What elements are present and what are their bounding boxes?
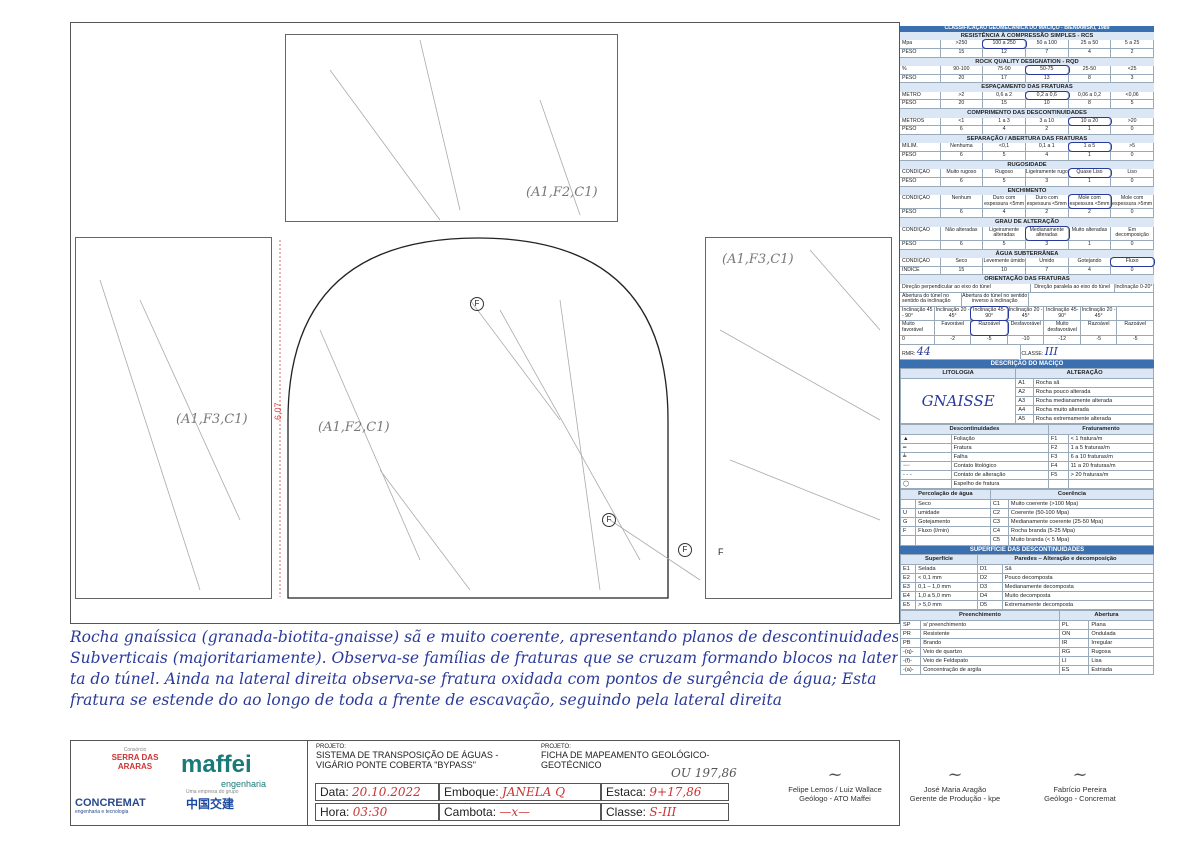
grau-title: GRAU DE ALTERAÇÃO (900, 218, 1154, 227)
sidebar-title: CLASSIFICAÇÃO GEOMECÂNICA DO MACIÇO - BI… (900, 25, 1154, 32)
left-panel: (A1,F3,C1) (75, 237, 272, 599)
note-line: ta do túnel. Ainda na lateral direita ob… (70, 670, 877, 688)
field-notes: Rocha gnaíssica (granada-biotita-gnaisse… (70, 628, 898, 736)
cambota-field: Cambota: —x— (439, 803, 601, 821)
cccc-logo: Uma empresa do grupo 中国交建 (186, 789, 239, 811)
rcs-title: RESISTÊNCIA À COMPRESSÃO SIMPLES - RCS (900, 31, 1154, 41)
sep-title: SEPARAÇÃO / ABERTURA DAS FRATURAS (900, 134, 1154, 144)
concremat-logo: CONCREMAT engenharia e tecnologia (75, 797, 146, 815)
right-panel-label: (A1,F3,C1) (722, 252, 794, 267)
right-panel: (A1,F3,C1) (705, 237, 892, 599)
orient-row2: Abertura do túnel no sentido da inclinaç… (900, 292, 1154, 307)
estaca-field: Estaca: 9+17,86 (601, 783, 729, 801)
height-mark: 6,07 (273, 402, 283, 420)
emboque-field: Emboque: JANELA Q (439, 783, 601, 801)
drawing-frame (70, 22, 900, 624)
orient-row5: 0-2-5-10-12-5-5 (900, 335, 1154, 345)
rmr-value: 44 (916, 344, 931, 358)
classe-field: Classe: S-III (601, 803, 729, 821)
lithology-value: GNAISSE (899, 377, 1017, 425)
comp-title: COMPRIMENTO DAS DESCONTINUIDADES (900, 109, 1154, 118)
fault-marker: F (678, 543, 692, 557)
fault-marker: F (602, 513, 616, 527)
left-panel-label: (A1,F3,C1) (176, 412, 248, 427)
fault-marker: F (470, 297, 484, 311)
classification-sidebar: CLASSIFICAÇÃO GEOMECÂNICA DO MACIÇO - BI… (899, 25, 1155, 816)
sheet-hand-note: OU 197,86 (671, 766, 737, 780)
project-name: SISTEMA DE TRANSPOSIÇÃO DE ÁGUAS - VIGÁR… (316, 750, 499, 770)
note-line: fratura se estende do ao longo de toda a… (70, 691, 782, 709)
time-field: Hora: 03:30 (315, 803, 439, 821)
orient-row3: Inclinação 45 - 90°Inclinação 20 - 45°In… (900, 305, 1154, 322)
top-panel-label: (A1,F2,C1) (526, 185, 598, 200)
note-line: Rocha gnaíssica (granada-biotita-gnaisse… (70, 628, 898, 646)
ench-title: ENCHIMENTO (900, 186, 1154, 195)
sup-title: SUPERFÍCIE DAS DESCONTINUIDADES (900, 545, 1154, 555)
rmr-row: RMR: 44 CLASSE: III (900, 344, 1154, 360)
serra-logo: Consórcio SERRA DAS ARARAS (111, 747, 159, 771)
sheet-title: FICHA DE MAPEAMENTO GEOLÓGICO-GEOTÉCNICO (541, 750, 710, 770)
agua-title: ÁGUA SUBTERRÂNEA (900, 249, 1154, 259)
esp-title: ESPAÇAMENTO DAS FRATURAS (900, 83, 1154, 92)
title-block: Consórcio SERRA DAS ARARAS maffei engenh… (70, 740, 900, 826)
classe-value: III (1044, 344, 1058, 358)
maffei-logo: maffei engenharia (181, 751, 267, 789)
rqd-title: ROCK QUALITY DESIGNATION - RQD (900, 57, 1154, 66)
note-line: Subverticais (majoritariamente). Observa… (70, 649, 898, 667)
top-panel: (A1,F2,C1) (285, 34, 618, 222)
date-field: Data: 20.10.2022 (315, 783, 439, 801)
logos: Consórcio SERRA DAS ARARAS maffei engenh… (71, 741, 308, 825)
fault-marker: F (718, 547, 724, 557)
orient-title: ORIENTAÇÃO DAS FRATURAS (900, 275, 1154, 284)
rug-title: RUGOSIDADE (900, 160, 1154, 170)
desc-title: DESCRIÇÃO DO MACIÇO (900, 359, 1154, 369)
center-panel-label: (A1,F2,C1) (318, 420, 390, 435)
